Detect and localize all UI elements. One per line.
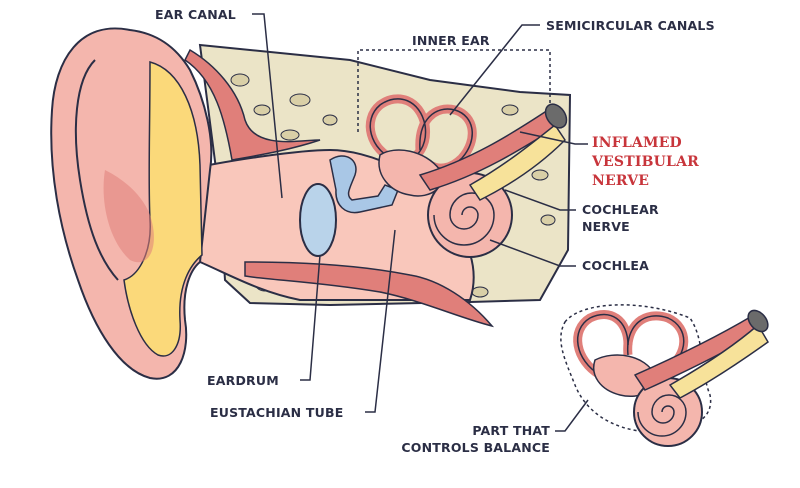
label-semicircular-canals: SEMICIRCULAR CANALS (546, 18, 715, 33)
leader-ear-canal (252, 13, 283, 199)
label-cochlear-nerve-line1: COCHLEAR (582, 202, 659, 217)
semicircular-canals-shape (365, 94, 477, 173)
label-cochlear-nerve-line2: NERVE (582, 219, 630, 234)
cochlear-nerve-shape (468, 123, 566, 201)
label-cochlea: COCHLEA (582, 258, 650, 273)
nerve-end (544, 103, 568, 129)
label-eardrum: EARDRUM (207, 373, 279, 388)
leader-balance (555, 399, 589, 432)
label-balance-line2: CONTROLS BALANCE (401, 440, 550, 455)
label-cochlear-nerve: COCHLEAR NERVE (582, 201, 659, 235)
leader-eardrum (300, 254, 321, 381)
leader-inflamed (519, 131, 588, 145)
balance-inset (560, 304, 769, 447)
leader-eustachian (365, 229, 396, 413)
pinna-inner-shade (103, 170, 154, 263)
pinna-fold (74, 59, 119, 281)
label-part-that-controls-balance: PART THAT CONTROLS BALANCE (386, 422, 550, 456)
pinna-fat-layer (123, 61, 203, 357)
leader-semicircular (449, 24, 540, 116)
ossicles (329, 155, 399, 214)
label-inflamed-vestibular-nerve: INFLAMED VESTIBULAR NERVE (592, 134, 699, 191)
label-inflamed-line1: INFLAMED (592, 135, 682, 151)
label-balance-line1: PART THAT (472, 423, 550, 438)
inner-ear-bracket (357, 49, 551, 132)
label-inner-ear: INNER EAR (412, 33, 490, 48)
upper-muscle-band (184, 48, 321, 161)
lower-muscle-band (244, 261, 495, 328)
label-inflamed-line3: NERVE (592, 173, 650, 189)
leader-lines (252, 13, 589, 432)
leader-cochlear-nerve (504, 189, 576, 211)
label-inflamed-line2: VESTIBULAR (592, 154, 699, 170)
label-ear-canal: EAR CANAL (155, 7, 236, 22)
label-eustachian-tube: EUSTACHIAN TUBE (210, 405, 344, 420)
leader-cochlea (489, 239, 576, 267)
eardrum-shape (299, 183, 337, 257)
